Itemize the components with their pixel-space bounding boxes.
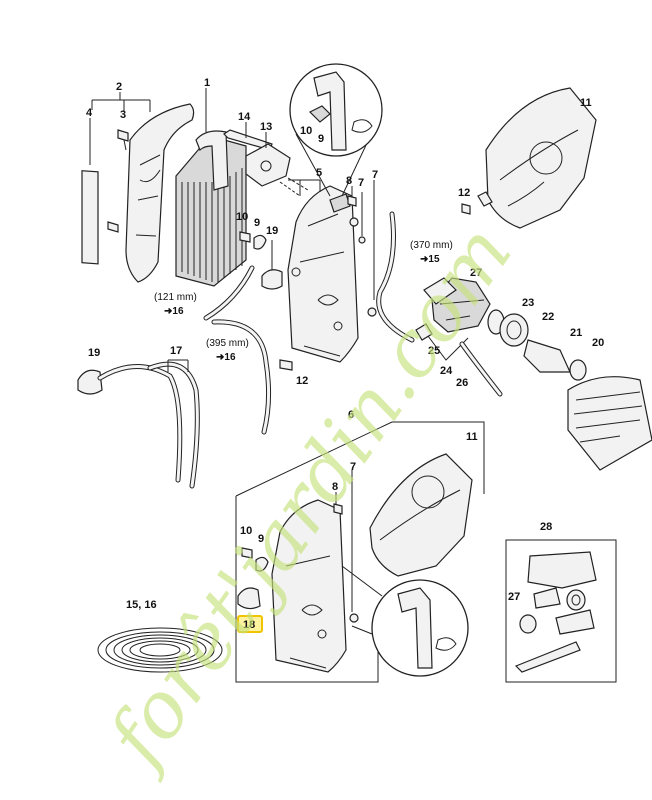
label-27-top: 27 (470, 267, 482, 279)
label-7-top-a: 7 (358, 177, 364, 189)
ref-395: ➜16 (216, 352, 236, 363)
shroud-11 (485, 87, 597, 229)
label-7-bottom: 7 (350, 461, 356, 473)
label-24: 24 (440, 365, 453, 377)
part-labels: 1 2 3 4 14 13 10 9 5 8 7 7 10 9 19 11 12… (86, 77, 604, 631)
label-6: 6 (348, 409, 354, 421)
label-23: 23 (522, 297, 534, 309)
label-8-bottom: 8 (332, 481, 338, 493)
label-10-bottom: 10 (240, 525, 252, 537)
lower-assembly-box (235, 421, 485, 683)
bracket-13 (245, 143, 291, 187)
note-370: (370 mm) (410, 240, 453, 251)
highlight-box-18 (237, 615, 263, 633)
carburetor-group (415, 87, 652, 471)
filter-gasket (81, 170, 99, 265)
label-7-top-b: 7 (372, 169, 378, 181)
label-10-top: 10 (300, 125, 312, 137)
kit-28-box (505, 539, 617, 683)
label-10-mid: 10 (236, 211, 248, 223)
label-28: 28 (540, 521, 552, 533)
label-9-top: 9 (318, 133, 324, 145)
label-5: 5 (316, 167, 322, 179)
label-11-bottom: 11 (466, 431, 478, 443)
label-19-left: 19 (88, 347, 100, 359)
label-11-top: 11 (580, 97, 592, 109)
label-4: 4 (86, 107, 93, 119)
label-12-mid: 12 (296, 375, 308, 387)
fuel-line-coil (97, 627, 223, 673)
label-14: 14 (238, 111, 251, 123)
label-21: 21 (570, 327, 582, 339)
hose-notes: (370 mm) ➜15 (121 mm) ➜16 (395 mm) ➜16 (154, 240, 453, 363)
label-8-top: 8 (346, 175, 352, 187)
tank-body (287, 185, 359, 363)
note-395: (395 mm) (206, 338, 249, 349)
primer-bulb (77, 369, 103, 395)
label-25: 25 (428, 345, 440, 357)
label-27-kit: 27 (508, 591, 520, 603)
label-12-right: 12 (458, 187, 470, 199)
note-121: (121 mm) (154, 292, 197, 303)
tank-housing-top (211, 63, 415, 435)
label-19-mid: 19 (266, 225, 278, 237)
label-26: 26 (456, 377, 468, 389)
label-15-16: 15, 16 (126, 599, 157, 611)
label-20: 20 (592, 337, 604, 349)
filter-cover (125, 103, 195, 283)
label-9-bottom: 9 (258, 533, 264, 545)
fuel-lines-group (77, 359, 200, 489)
label-1: 1 (204, 77, 210, 89)
label-3: 3 (120, 109, 126, 121)
label-2: 2 (116, 81, 122, 93)
part-18-primer (237, 587, 261, 610)
air-filter-group (81, 88, 309, 321)
tank-lower (271, 499, 347, 673)
ref-370: ➜15 (420, 254, 440, 265)
label-22: 22 (542, 311, 554, 323)
ref-121: ➜16 (164, 306, 184, 317)
label-9-mid: 9 (254, 217, 260, 229)
label-18: 18 (243, 619, 255, 631)
label-17: 17 (170, 345, 182, 357)
label-13: 13 (260, 121, 272, 133)
